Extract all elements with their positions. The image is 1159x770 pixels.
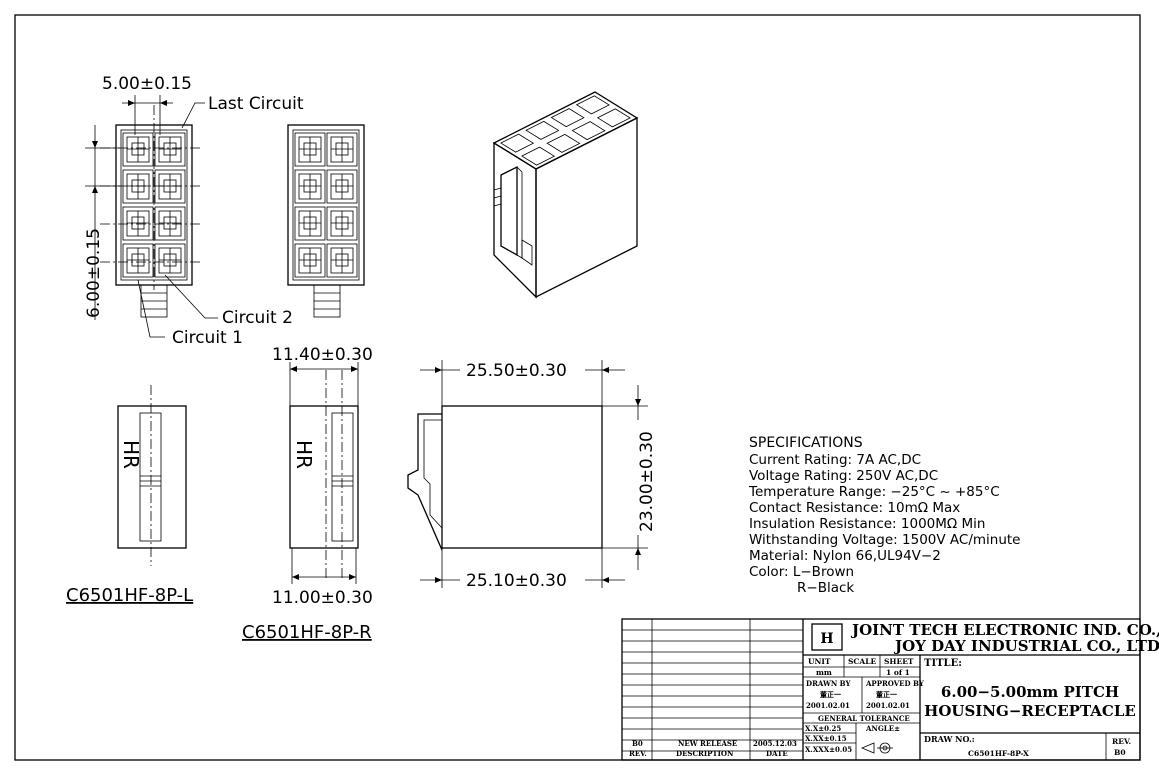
title-block: H (621, 618, 1141, 761)
cavity (154, 206, 186, 241)
length-top-label: 25.50±0.30 (466, 361, 567, 381)
company-name-1: JOINT TECH ELECTRONIC IND. CO., LTD. (850, 621, 1159, 639)
spec-line: Material: Nylon 66,UL94V−2 (749, 548, 941, 564)
iso-cavity (571, 121, 606, 141)
iso-cavity (525, 120, 560, 140)
top-view-right (287, 124, 365, 318)
drawn-by-label: DRAWN BY (806, 679, 851, 688)
spec-line: Withstanding Voltage: 1500V AC/minute (749, 532, 1021, 548)
revision-date: 2005.12.03 (753, 739, 797, 748)
title-label: TITLE: (924, 658, 962, 669)
approved-by-name: 董正一 (876, 690, 897, 699)
front-view-left (117, 385, 187, 566)
title-line-2: HOUSING−RECEPTACLE (924, 702, 1136, 720)
draw-no-label: DRAW NO.: (924, 734, 975, 744)
last-circuit-label: Last Circuit (208, 94, 304, 114)
cavity (326, 169, 358, 204)
tolerance-3: X.XXX±0.05 (805, 745, 852, 754)
height-label: 23.00±0.30 (637, 431, 657, 532)
spec-line: Current Rating: 7A AC,DC (749, 452, 921, 468)
cavity (122, 132, 154, 167)
spec-line: R−Black (797, 580, 854, 596)
spec-line: Temperature Range: −25°C ~ +85°C (748, 484, 1000, 500)
cavity (294, 243, 326, 278)
cavity (122, 243, 154, 278)
width-top-label: 11.40±0.30 (272, 345, 373, 365)
cavity (154, 132, 186, 167)
width-bottom-label: 11.00±0.30 (272, 588, 373, 608)
unit-value: mm (816, 668, 832, 677)
spec-line: Contact Resistance: 10mΩ Max (749, 500, 960, 516)
cavity (294, 169, 326, 204)
cavity (154, 243, 186, 278)
hr-marking-right: HR (292, 440, 316, 469)
header-date: DATE (766, 749, 788, 758)
revision-description: NEW RELEASE (678, 739, 737, 748)
cavity (122, 169, 154, 204)
approved-by-label: APPROVED BY (865, 679, 925, 688)
drawn-by-name: 董正一 (820, 690, 841, 699)
tolerance-1: X.X±0.25 (805, 724, 841, 733)
circuit-1-label: Circuit 1 (172, 328, 243, 348)
header-description: DESCRIPTION (676, 749, 734, 758)
general-tolerance-label: GENERAL TOLERANCE (818, 714, 910, 723)
iso-cavity (521, 146, 556, 166)
isometric-view (492, 91, 639, 299)
rev-value: B0 (1114, 748, 1126, 757)
pitch-horizontal-label: 5.00±0.15 (102, 74, 192, 94)
spec-heading: SPECIFICATIONS (749, 435, 863, 451)
spec-line: Insulation Resistance: 1000MΩ Min (749, 516, 985, 532)
side-view (407, 360, 648, 588)
sheet-label: SHEET (884, 657, 914, 666)
hr-marking-left: HR (119, 440, 143, 469)
sheet-border (14, 14, 1141, 761)
tolerance-2: X.XX±0.15 (805, 734, 847, 743)
svg-text:H: H (820, 631, 833, 647)
specifications: SPECIFICATIONS Current Rating: 7A AC,DC … (748, 435, 1021, 596)
cavity (294, 132, 326, 167)
cavity (294, 206, 326, 241)
iso-cavity (546, 133, 581, 153)
unit-label: UNIT (808, 657, 831, 666)
cavity (326, 132, 358, 167)
part-number-left: C6501HF-8P-L (66, 585, 193, 606)
iso-cavity (500, 133, 535, 153)
circuit-2-label: Circuit 2 (222, 308, 293, 328)
company-name-2: JOY DAY INDUSTRIAL CO., LTD. (893, 637, 1159, 655)
draw-no-value: C6501HF-8P-X (968, 749, 1029, 758)
angle-label: ANGLE± (865, 724, 900, 733)
cavity (326, 243, 358, 278)
top-view-left (85, 95, 218, 338)
length-bottom-label: 25.10±0.30 (466, 571, 567, 591)
revision-rev: B0 (632, 739, 643, 748)
title-line-1: 6.00−5.00mm PITCH (941, 683, 1119, 701)
approved-date: 2001.02.01 (866, 701, 910, 710)
cavity (326, 206, 358, 241)
pitch-vertical-label: 6.00±0.15 (84, 228, 104, 318)
iso-cavity (575, 95, 610, 115)
cavity (154, 169, 186, 204)
front-view-right (289, 362, 359, 584)
sheet-value: 1 of 1 (886, 668, 910, 677)
part-number-right: C6501HF-8P-R (242, 622, 372, 643)
spec-line: Color: L−Brown (749, 564, 854, 580)
header-rev: REV. (629, 749, 647, 758)
rev-label: REV. (1112, 737, 1131, 746)
cavity (122, 206, 154, 241)
spec-line: Voltage Rating: 250V AC,DC (749, 468, 938, 484)
iso-cavity (596, 108, 631, 128)
drawn-date: 2001.02.01 (806, 701, 850, 710)
iso-cavity (550, 108, 585, 128)
scale-label: SCALE (848, 657, 876, 666)
